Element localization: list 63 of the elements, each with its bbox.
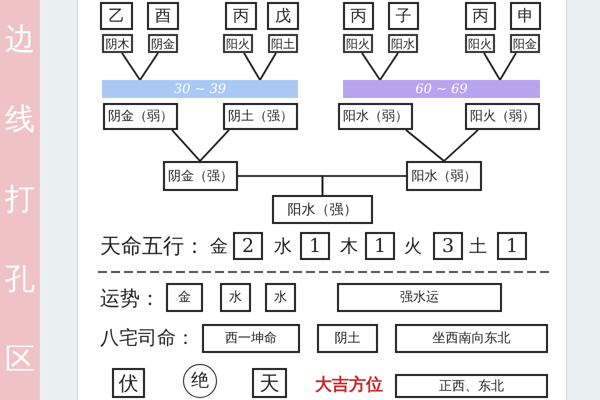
connector-line	[483, 52, 501, 80]
connector-line	[379, 52, 399, 80]
element-tag: 阴木	[102, 34, 133, 53]
element-box: 阳水（强）	[272, 195, 373, 224]
count-box: 2	[233, 232, 263, 260]
element-tag: 阳火	[223, 34, 253, 53]
margin-strip: 边线打孔区	[0, 0, 40, 400]
connector-line	[361, 52, 381, 80]
character-box: 子	[388, 2, 419, 30]
element-box: 阴金（弱）	[103, 103, 178, 130]
highlight-label: 大吉方位	[315, 377, 383, 394]
section-label: 天命五行：	[100, 236, 205, 257]
element-tag: 阳火	[343, 34, 373, 53]
connector-line	[499, 52, 517, 80]
connector-line	[121, 52, 141, 80]
connector-line	[171, 129, 201, 162]
count-box: 1	[365, 232, 395, 260]
section-label: 运势：	[100, 288, 160, 308]
connector-line	[139, 52, 159, 80]
count-box: 3	[433, 232, 463, 260]
fortune-box: 强水运	[337, 283, 502, 312]
info-box: 阴土	[317, 324, 378, 353]
element-label: 金	[210, 238, 228, 256]
info-box: 西一坤命	[202, 324, 300, 353]
character-box: 申	[510, 2, 541, 30]
element-label: 木	[340, 238, 358, 256]
section-label: 八宅司命：	[100, 329, 195, 348]
character-box: 丙	[465, 2, 496, 30]
age-band: 60 ~ 69	[343, 80, 540, 98]
character-box: 天	[252, 368, 287, 398]
element-label: 火	[404, 238, 422, 256]
info-box: 坐西南向东北	[395, 324, 548, 353]
connector-line	[322, 175, 406, 195]
character-box: 丙	[343, 2, 374, 30]
element-box: 阳水（弱）	[338, 103, 413, 130]
fortune-box: 水	[265, 283, 296, 312]
info-box: 正西、东北	[395, 374, 548, 398]
connector-line	[199, 129, 230, 162]
count-box: 1	[497, 232, 527, 260]
element-box: 阴金（强）	[163, 161, 238, 191]
element-box: 阳水（弱）	[406, 161, 482, 191]
count-box: 1	[300, 232, 330, 260]
element-tag: 阳水	[388, 34, 418, 53]
element-tag: 阳土	[268, 34, 298, 53]
element-tag: 阴金	[148, 34, 178, 53]
element-tag: 阳火	[465, 34, 495, 53]
element-label: 土	[469, 238, 487, 256]
connector-line	[443, 129, 479, 162]
character-box: 伏	[112, 368, 145, 398]
connector-line	[243, 52, 261, 80]
character-box: 乙	[100, 2, 133, 30]
element-box: 阳火（弱）	[465, 103, 540, 130]
element-tag: 阳金	[510, 34, 540, 53]
age-band: 30 ~ 39	[102, 80, 298, 98]
element-box: 阴土（强）	[223, 103, 298, 130]
character-box: 酉	[147, 2, 179, 30]
character-box: 丙	[225, 2, 257, 30]
character-box: 戊	[267, 2, 299, 30]
connector-line	[259, 52, 277, 80]
element-label: 水	[274, 238, 292, 256]
connector-line	[405, 129, 445, 162]
fortune-box: 金	[166, 283, 203, 312]
fortune-box: 水	[220, 283, 251, 312]
